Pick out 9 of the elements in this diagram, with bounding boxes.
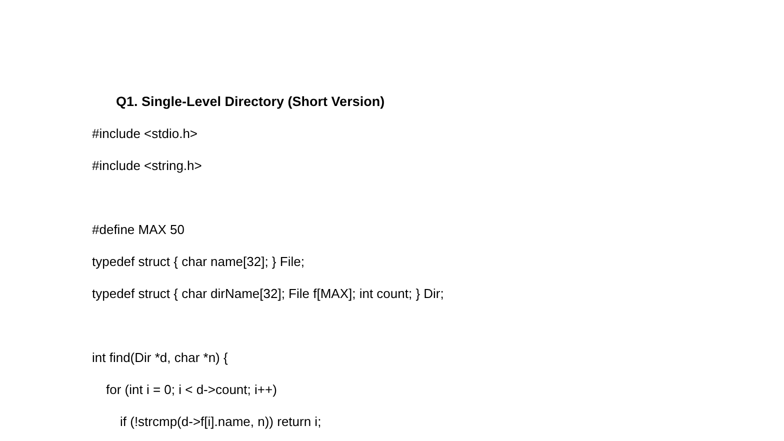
code-line: for (int i = 0; i < d->count; i++) <box>106 382 277 398</box>
code-line: #include <stdio.h> <box>92 126 198 142</box>
code-line: #include <string.h> <box>92 158 202 174</box>
code-line: if (!strcmp(d->f[i].name, n)) return i; <box>120 414 322 430</box>
code-line: #define MAX 50 <box>92 222 185 238</box>
heading: Q1. Single-Level Directory (Short Version) <box>116 94 385 110</box>
code-line: typedef struct { char dirName[32]; File f[MAX]; int count; } Dir; <box>92 286 444 302</box>
code-line: typedef struct { char name[32]; } File; <box>92 254 304 270</box>
code-line: int find(Dir *d, char *n) { <box>92 350 228 366</box>
